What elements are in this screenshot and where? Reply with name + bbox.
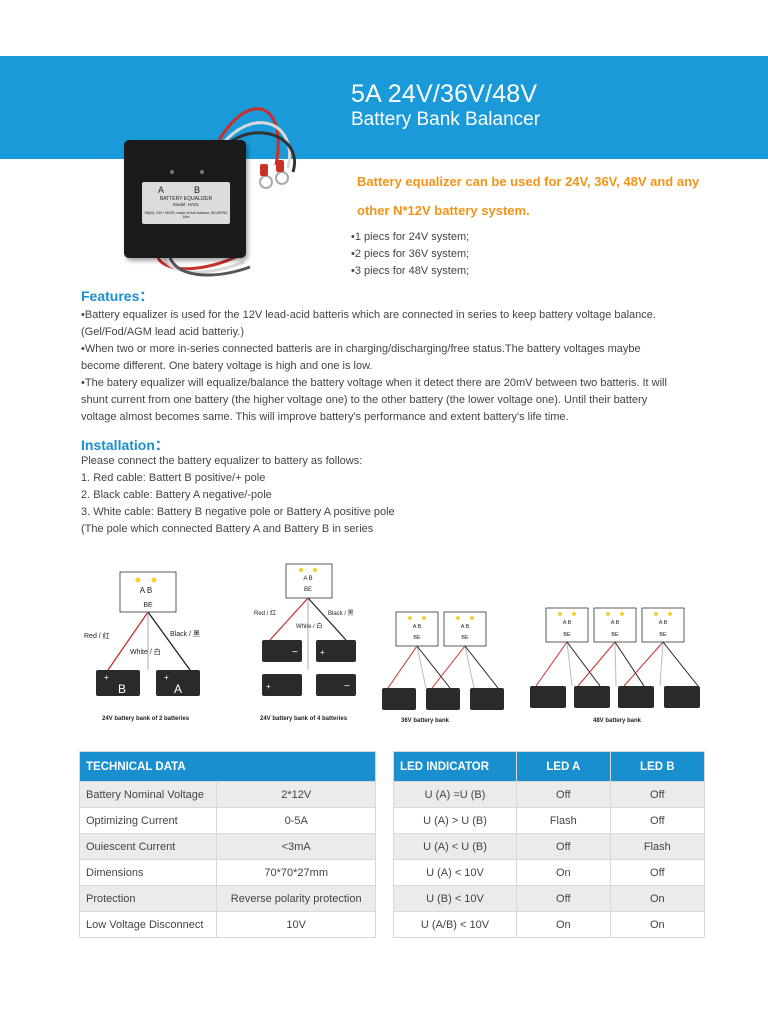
installation-line: 2. Black cable: Battery A negative/-pole — [81, 489, 272, 501]
installation-heading: Installation： — [81, 437, 169, 453]
label-line1: BATTERY EQUALIZER — [159, 196, 213, 202]
caption-48v: 48V battery bank — [593, 718, 642, 724]
svg-text:BE: BE — [304, 587, 312, 593]
equalizer-box: A B BATTERY EQUALIZER Model: HA01 SN(ill… — [124, 140, 246, 258]
svg-text:A B: A B — [461, 624, 470, 630]
diagram-48v: A B A B A B BE BE BE — [530, 607, 700, 708]
bullet-48v: •3 piecs for 48V system; — [351, 265, 470, 277]
product-cables — [156, 107, 297, 277]
bullet-36v: •2 piecs for 36V system; — [351, 248, 470, 260]
svg-text:−: − — [344, 681, 350, 692]
svg-text:A B: A B — [303, 576, 312, 582]
svg-text:BE: BE — [461, 635, 469, 641]
svg-text:BE: BE — [563, 632, 571, 638]
features-line: (Gel/Fod/AGM lead acid batteriy.) — [81, 326, 245, 338]
label-ab: A B — [157, 185, 214, 195]
features-heading: Features： — [81, 288, 154, 304]
features-line: •When two or more in-series connected ba… — [81, 343, 641, 355]
features-line: become different. One batery voltage is … — [81, 360, 373, 372]
diagram-24v-4: A B BE Red / 红 Black / 黑 White / 白 − + +… — [254, 563, 356, 696]
svg-text:BE: BE — [143, 602, 153, 609]
svg-text:A B: A B — [563, 620, 572, 626]
product-photo: A B BATTERY EQUALIZER Model: HA01 SN(ill… — [98, 70, 308, 280]
table-row: Ouiescent Current<3mA — [78, 833, 376, 860]
diagram-24v-2: A B BE Red / 红 Black / 黑 White / 白 + B +… — [84, 571, 200, 696]
highlight-line-1: Battery equalizer can be used for 24V, 3… — [357, 174, 700, 189]
svg-text:Black / 黑: Black / 黑 — [170, 630, 200, 638]
svg-text:+: + — [266, 682, 271, 691]
svg-text:+: + — [104, 673, 109, 682]
features-line: •The batery equalizer will equalize/bala… — [81, 377, 667, 389]
features-line: •Battery equalizer is used for the 12V l… — [81, 309, 656, 321]
led-indicator-header: LED INDICATOR — [393, 751, 517, 782]
svg-text:A B: A B — [140, 586, 152, 595]
diagram-36v: A B A B BE BE — [382, 611, 504, 710]
led-a-dot — [170, 170, 174, 174]
label-line2: Model: HA01 — [172, 202, 199, 207]
svg-text:+: + — [320, 648, 325, 657]
svg-text:BE: BE — [659, 632, 667, 638]
features-text: •Battery equalizer is used for the 12V l… — [81, 307, 721, 426]
svg-text:Red / 红: Red / 红 — [254, 609, 276, 617]
svg-text:B: B — [118, 682, 126, 696]
features-line: shunt current from one battery (the high… — [81, 394, 648, 406]
svg-text:White / 白: White / 白 — [130, 647, 161, 656]
installation-text: Please connect the battery equalizer to … — [81, 453, 721, 538]
caption-24v-4: 24V battery bank of 4 batteries — [260, 716, 348, 722]
features-line: voltage almost becomes same. This will i… — [81, 411, 569, 423]
installation-line: Please connect the battery equalizer to … — [81, 455, 363, 467]
page-title: 5A 24V/36V/48V — [351, 80, 538, 108]
page-subtitle: Battery Bank Balancer — [351, 109, 541, 130]
installation-line: 1. Red cable: Battert B positive/+ pole — [81, 472, 266, 484]
highlight-line-2: other N*12V battery system. — [357, 203, 530, 218]
svg-text:+: + — [164, 673, 169, 682]
product-label: A B BATTERY EQUALIZER Model: HA01 SN(ill… — [142, 182, 230, 224]
led-b-dot — [200, 170, 204, 174]
svg-text:BE: BE — [611, 632, 619, 638]
svg-text:A B: A B — [611, 620, 620, 626]
technical-data-header: TECHNICAL DATA — [79, 751, 376, 782]
svg-text:BE: BE — [413, 635, 421, 641]
svg-text:A B: A B — [413, 624, 422, 630]
bullet-24v: •1 piecs for 24V system; — [351, 231, 470, 243]
installation-line: (The pole which connected Battery A and … — [81, 523, 374, 535]
led-a-header: LED A — [516, 751, 611, 782]
caption-24v-2: 24V battery bank of 2 batteries — [102, 716, 190, 722]
caption-36v: 36V battery bank — [401, 718, 450, 724]
svg-text:A: A — [174, 682, 182, 696]
installation-line: 3. White cable: Battery B negative pole … — [81, 506, 395, 518]
svg-text:Red / 红: Red / 红 — [84, 631, 110, 640]
svg-text:A B: A B — [659, 620, 668, 626]
led-indicator-table: LED INDICATOR LED A LED B U (A) =U (B)Of… — [393, 751, 706, 938]
svg-text:−: − — [292, 647, 298, 658]
svg-text:White / 白: White / 白 — [296, 622, 322, 630]
svg-text:Black / 黑: Black / 黑 — [328, 610, 354, 617]
label-line3: SN(ill); 24V+ MATE; made of bob balance,… — [144, 211, 228, 219]
led-b-header: LED B — [609, 751, 706, 782]
